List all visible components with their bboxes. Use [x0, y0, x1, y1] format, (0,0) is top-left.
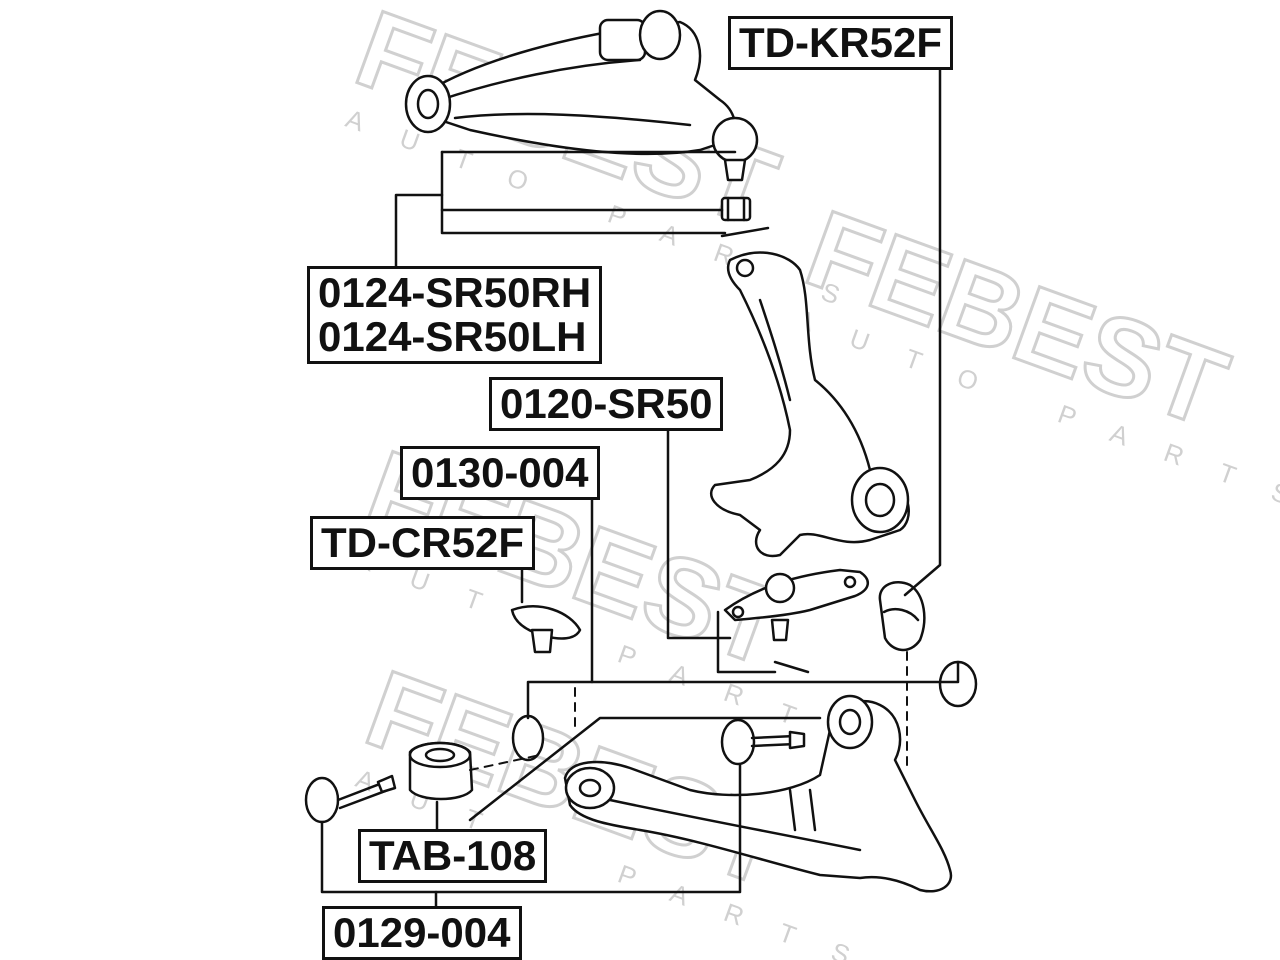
label-0120-sr50-text: 0120-SR50 [500, 380, 713, 427]
label-tab-108-text: TAB-108 [369, 832, 537, 879]
label-0129-004-text: 0129-004 [333, 909, 511, 956]
label-0130-004-text: 0130-004 [411, 449, 589, 496]
leader-lines [320, 64, 960, 914]
lower-control-arm [563, 694, 953, 893]
cotter-pin-upper [720, 226, 770, 238]
castle-nut [720, 196, 752, 222]
label-td-cr52f-text: TD-CR52F [321, 519, 525, 566]
bump-stop-cr52f [510, 605, 582, 654]
label-0124-sr50[interactable]: 0124-SR50RH 0124-SR50LH [307, 266, 603, 364]
label-td-cr52f[interactable]: TD-CR52F [310, 516, 536, 570]
camber-bolt-right [720, 718, 806, 766]
label-0124-sr50rh-text: 0124-SR50RH [318, 269, 592, 316]
label-0120-sr50[interactable]: 0120-SR50 [489, 377, 724, 431]
label-td-kr52f[interactable]: TD-KR52F [728, 16, 954, 70]
label-tab-108[interactable]: TAB-108 [358, 829, 548, 883]
label-0124-sr50lh-text: 0124-SR50LH [318, 313, 587, 360]
bump-stop-kr52f [878, 581, 926, 652]
arm-bushing [408, 741, 474, 801]
alignment-dashes [469, 651, 908, 771]
label-0130-004[interactable]: 0130-004 [400, 446, 600, 500]
label-td-kr52f-text: TD-KR52F [739, 19, 943, 66]
cam-washer-left [511, 714, 545, 762]
upper-control-arm [404, 9, 759, 182]
lower-ball-joint [723, 568, 869, 642]
cotter-pin-lower [773, 660, 810, 674]
label-0129-004[interactable]: 0129-004 [322, 906, 522, 960]
steering-knuckle [709, 251, 910, 558]
